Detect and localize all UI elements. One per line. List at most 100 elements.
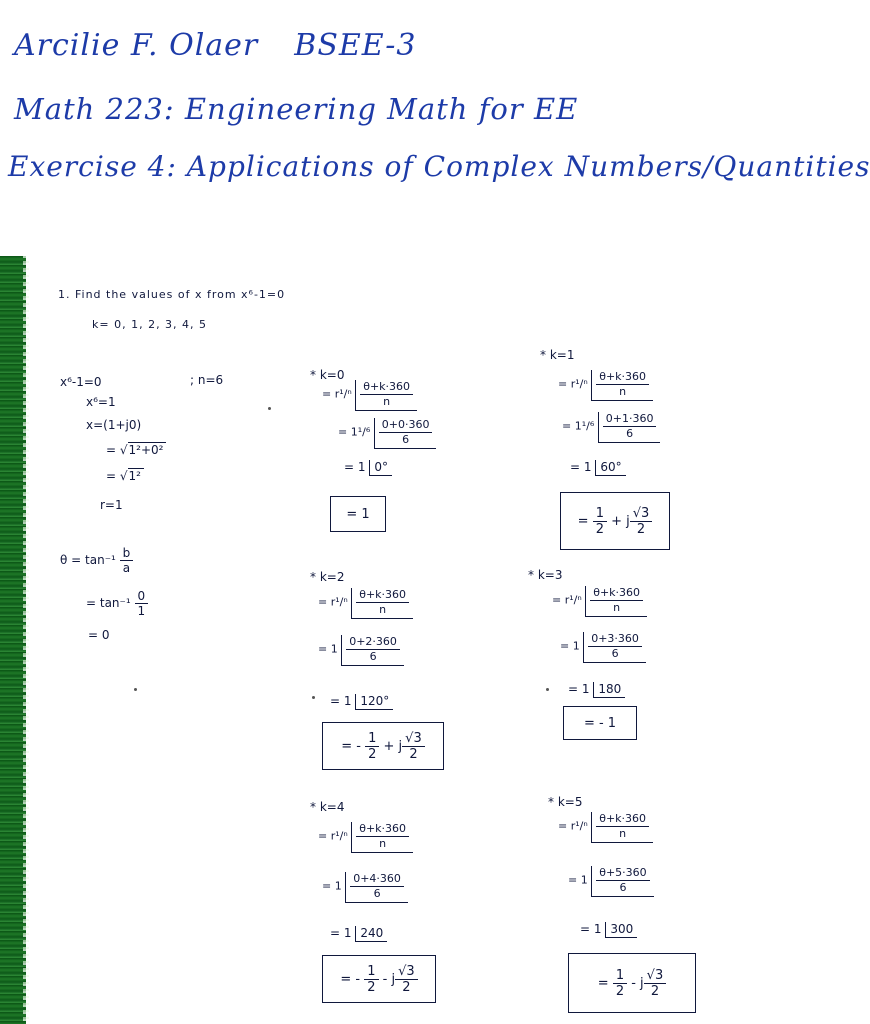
k2-answer-a-den: 2 [368, 746, 377, 762]
exercise-title: Exercise 4: Applications of Complex Numb… [8, 150, 870, 183]
k1-f1-den: n [619, 385, 627, 398]
k2-f3-pre: = 1 [330, 694, 352, 708]
k0-heading: * k=0 [310, 368, 345, 382]
k2-answer-a-num: 1 [365, 731, 380, 747]
k3-formula3: = 1 180 [568, 682, 626, 698]
k5-answer-mid: - j [631, 975, 644, 991]
scan-speck [312, 696, 315, 699]
student-course: BSEE-3 [294, 28, 417, 63]
k1-f2-den: 6 [626, 427, 634, 440]
k3-f1-den: n [613, 601, 621, 614]
k2-answer-mid: + j [383, 738, 403, 754]
k4-answer-b-num: √3 [395, 964, 418, 980]
k2-answer-b-num: √3 [402, 731, 425, 747]
k0-f3-pre: = 1 [344, 460, 366, 474]
k3-f3-pre: = 1 [568, 682, 590, 696]
work-theta2-den: 1 [137, 604, 146, 618]
k0-f1-num: θ+k·360 [360, 380, 414, 395]
k2-answer-b-den: 2 [409, 746, 418, 762]
k4-f1-pre: = r¹/ⁿ [318, 829, 348, 843]
k4-f2-pre: = 1 [322, 879, 342, 893]
work-theta2-pre: = tan⁻¹ [86, 596, 131, 610]
k5-f1-den: n [619, 827, 627, 840]
k0-answer-box: = 1 [330, 496, 386, 532]
k1-answer-mid: + j [611, 513, 630, 529]
k4-f1-num: θ+k·360 [356, 822, 410, 837]
work-theta2-num: 0 [134, 589, 149, 604]
k1-answer-pre: = [577, 513, 589, 529]
k5-heading: * k=5 [548, 795, 583, 809]
work-theta2: = tan⁻¹ 0 1 [86, 589, 149, 618]
k2-f3-angle: 120° [355, 694, 394, 710]
k1-f2-pre: = 1¹/⁶ [562, 419, 595, 433]
k1-answer-b-num: √3 [629, 506, 653, 522]
student-name: Arcilie F. Olaer [14, 28, 259, 63]
k4-answer-mid: - j [382, 971, 396, 987]
k0-f1-den: n [383, 395, 391, 408]
k3-f2-den: 6 [611, 647, 619, 660]
work-theta3: = 0 [88, 628, 110, 642]
work-eq4-root: 1²+0² [127, 442, 167, 457]
k5-f1-pre: = r¹/ⁿ [558, 819, 588, 833]
k2-f2-den: 6 [369, 650, 377, 663]
k4-heading: * k=4 [310, 800, 345, 814]
k1-f1-num: θ+k·360 [596, 370, 650, 385]
k5-f3-angle: 300 [605, 922, 638, 938]
k1-f3-angle: 60° [595, 460, 626, 476]
k1-answer-a-num: 1 [592, 506, 607, 522]
work-theta1-pre: θ = tan⁻¹ [60, 553, 116, 567]
k2-f2-num: 0+2·360 [346, 635, 400, 650]
k5-f3-pre: = 1 [580, 922, 602, 936]
work-eq3: x=(1+j0) [86, 418, 142, 432]
work-eq1: x⁶-1=0 [60, 375, 102, 389]
k5-answer-b-num: √3 [643, 968, 667, 984]
k0-formula3: = 1 0° [344, 460, 392, 476]
k4-answer-a-num: 1 [364, 964, 379, 980]
k1-formula3: = 1 60° [570, 460, 626, 476]
k0-f2-num: 0+0·360 [378, 418, 433, 433]
k5-formula3: = 1 300 [580, 922, 638, 938]
k5-f2-num: θ+5·360 [596, 866, 650, 881]
k4-f2-num: 0+4·360 [350, 872, 404, 887]
k4-answer-b-den: 2 [402, 979, 411, 995]
k2-answer-pre: = - [341, 738, 361, 754]
k4-answer-a-den: 2 [367, 979, 376, 995]
work-eq5: = √1² [106, 468, 144, 483]
k1-f2-num: 0+1·360 [602, 412, 657, 427]
k1-answer-b-den: 2 [636, 521, 646, 537]
scan-green-border [0, 256, 29, 1024]
k5-answer-pre: = [597, 975, 609, 991]
